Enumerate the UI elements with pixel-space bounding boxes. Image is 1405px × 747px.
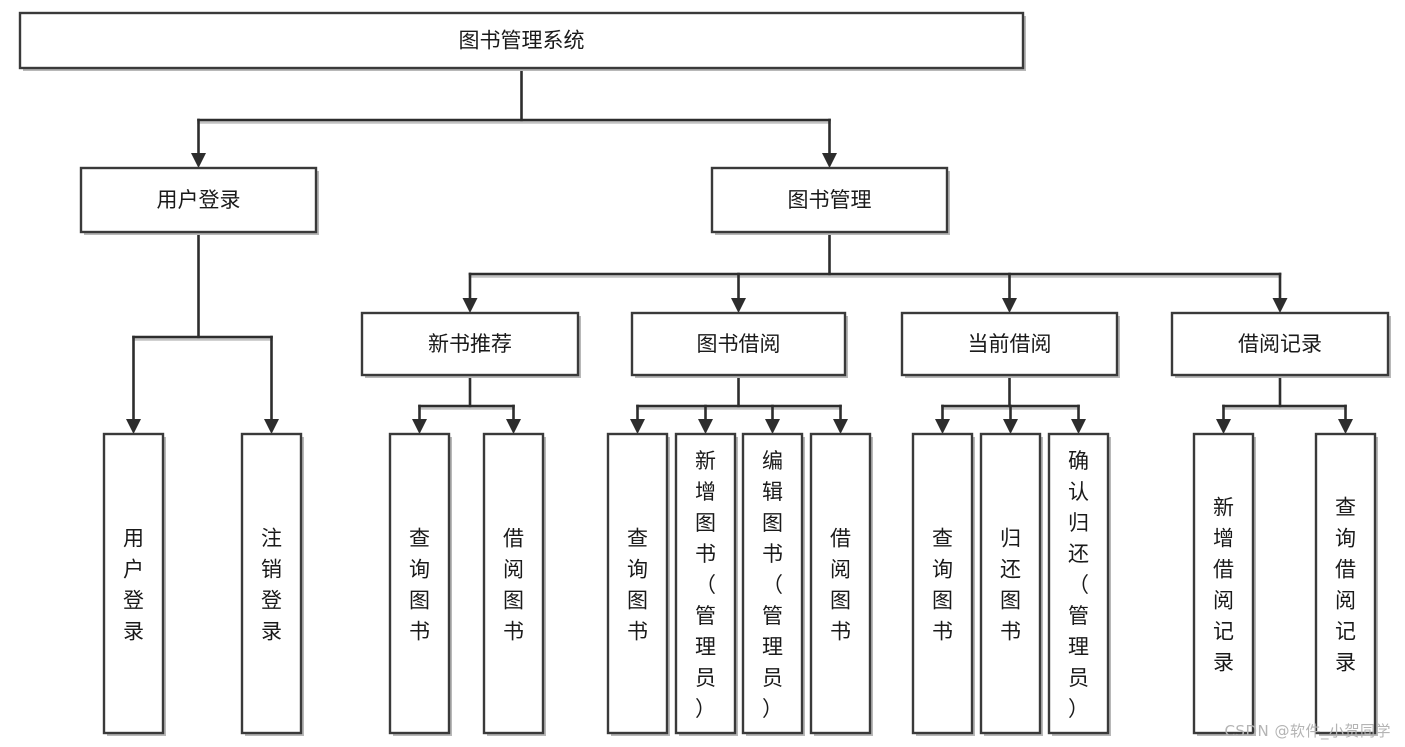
node-label: 图书管理 <box>788 188 872 212</box>
node-box[interactable] <box>1047 432 1110 735</box>
node-current-borrow[interactable]: 当前借阅 <box>900 311 1120 378</box>
node-leaf-return-book[interactable]: 归还图书 <box>979 432 1043 736</box>
arrow-head-icon <box>1071 419 1086 434</box>
node-box[interactable] <box>79 166 318 234</box>
node-label: 确认归还（管理员） <box>1068 449 1089 721</box>
node-book-borrow[interactable]: 图书借阅 <box>630 311 848 378</box>
arrow-head-icon <box>191 153 206 168</box>
node-label: 查询图书 <box>932 527 953 644</box>
node-label: 归还图书 <box>1000 527 1021 644</box>
arrow-head-icon <box>1338 419 1353 434</box>
node-user-login[interactable]: 用户登录 <box>79 166 319 235</box>
node-box[interactable] <box>18 11 1025 70</box>
arrow-head-icon <box>833 419 848 434</box>
node-leaf-query-record[interactable]: 查询借阅记录 <box>1314 432 1378 736</box>
node-leaf-query-book-2[interactable]: 查询图书 <box>606 432 670 736</box>
node-leaf-user-login[interactable]: 用户登录 <box>102 432 166 736</box>
node-leaf-confirm-return[interactable]: 确认归还（管理员） <box>1047 432 1111 736</box>
arrow-head-icon <box>698 419 713 434</box>
arrow-head-icon <box>1216 419 1231 434</box>
node-box[interactable] <box>1192 432 1255 735</box>
node-leaf-query-book-1[interactable]: 查询图书 <box>388 432 452 736</box>
arrow-head-icon <box>462 298 478 313</box>
node-label: 借阅图书 <box>830 527 851 644</box>
arrow-head-icon <box>126 419 141 434</box>
node-box[interactable] <box>630 311 847 377</box>
edge-group-borrow-record <box>1216 373 1353 434</box>
node-leaf-edit-book[interactable]: 编辑图书（管理员） <box>741 432 805 736</box>
node-label: 图书借阅 <box>697 332 781 356</box>
node-box[interactable] <box>674 432 737 735</box>
arrow-head-icon <box>935 419 950 434</box>
node-book-manage[interactable]: 图书管理 <box>710 166 950 235</box>
node-leaf-user-logout[interactable]: 注销登录 <box>240 432 304 736</box>
arrow-head-icon <box>765 419 780 434</box>
node-label: 新增借阅记录 <box>1213 496 1234 675</box>
arrow-head-icon <box>412 419 427 434</box>
edge-group-book-manage <box>462 230 1288 313</box>
edge-group-root <box>191 66 837 168</box>
node-label: 查询图书 <box>409 527 430 644</box>
node-label: 借阅记录 <box>1238 332 1322 356</box>
node-borrow-record[interactable]: 借阅记录 <box>1170 311 1391 378</box>
edge-group-user-login <box>126 230 279 434</box>
node-box[interactable] <box>102 432 165 735</box>
node-box[interactable] <box>809 432 872 735</box>
node-label: 查询图书 <box>627 527 648 644</box>
edge-group-new-book-recommend <box>412 373 521 434</box>
node-label: 注销登录 <box>261 527 282 644</box>
edge-group-current-borrow <box>935 373 1086 434</box>
node-label: 编辑图书（管理员） <box>762 449 783 721</box>
node-box[interactable] <box>741 432 804 735</box>
arrow-head-icon <box>731 298 746 313</box>
node-box[interactable] <box>900 311 1119 377</box>
node-new-book-recommend[interactable]: 新书推荐 <box>360 311 581 378</box>
arrow-head-icon <box>1003 419 1018 434</box>
node-label: 图书管理系统 <box>459 29 585 53</box>
node-leaf-add-book[interactable]: 新增图书（管理员） <box>674 432 738 736</box>
node-leaf-add-record[interactable]: 新增借阅记录 <box>1192 432 1256 736</box>
node-label: 新书推荐 <box>428 332 512 356</box>
arrow-head-icon <box>822 153 837 168</box>
arrow-head-icon <box>264 419 279 434</box>
node-box[interactable] <box>710 166 949 234</box>
node-box[interactable] <box>240 432 303 735</box>
connector-layer <box>126 66 1353 434</box>
node-box[interactable] <box>606 432 669 735</box>
edge-group-book-borrow <box>630 373 848 434</box>
node-root[interactable]: 图书管理系统 <box>18 11 1026 71</box>
node-leaf-query-book-3[interactable]: 查询图书 <box>911 432 975 736</box>
node-box[interactable] <box>482 432 545 735</box>
node-box[interactable] <box>979 432 1042 735</box>
node-label: 查询借阅记录 <box>1335 496 1356 675</box>
node-box[interactable] <box>911 432 974 735</box>
node-leaf-borrow-book-1[interactable]: 借阅图书 <box>482 432 546 736</box>
arrow-head-icon <box>506 419 521 434</box>
node-label: 用户登录 <box>123 527 144 644</box>
node-label: 当前借阅 <box>968 332 1052 356</box>
node-box[interactable] <box>1170 311 1390 377</box>
node-box[interactable] <box>360 311 580 377</box>
node-box[interactable] <box>388 432 451 735</box>
arrow-head-icon <box>1002 298 1017 313</box>
node-label: 用户登录 <box>157 188 241 212</box>
node-label: 新增图书（管理员） <box>695 449 716 721</box>
node-layer: 图书管理系统用户登录图书管理新书推荐图书借阅当前借阅借阅记录用户登录注销登录查询… <box>18 11 1391 736</box>
arrow-head-icon <box>1272 298 1288 313</box>
node-leaf-borrow-book-2[interactable]: 借阅图书 <box>809 432 873 736</box>
arrow-head-icon <box>630 419 645 434</box>
node-label: 借阅图书 <box>503 527 524 644</box>
node-box[interactable] <box>1314 432 1377 735</box>
